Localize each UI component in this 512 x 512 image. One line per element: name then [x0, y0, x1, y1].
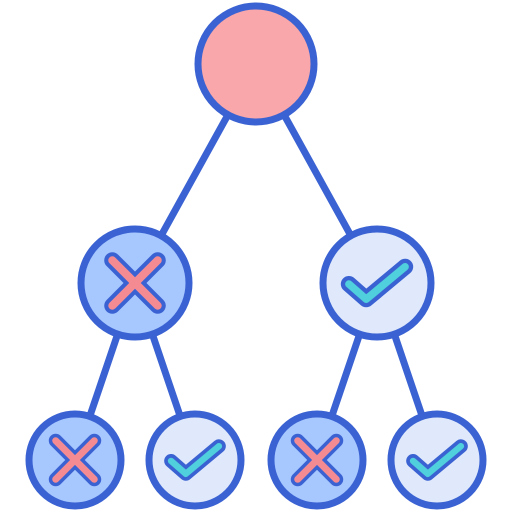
level2-node-1	[25, 410, 125, 510]
tree-edge	[157, 111, 232, 240]
check-mark-icon	[340, 258, 414, 308]
level1-node-1	[77, 225, 193, 341]
x-mark-icon	[104, 252, 166, 314]
level1-node-2	[319, 225, 435, 341]
tree-edge	[390, 330, 426, 420]
x-mark-icon	[48, 433, 102, 487]
tree-edge	[328, 330, 364, 420]
check-mark-icon	[406, 439, 468, 481]
level2-node-3	[267, 410, 367, 510]
level2-node-4	[387, 410, 487, 510]
check-mark-icon	[164, 439, 226, 481]
root-node	[194, 2, 318, 126]
tree-edge	[148, 330, 184, 420]
node-circle	[194, 2, 318, 126]
tree-edge	[86, 330, 122, 420]
x-mark-icon	[290, 433, 344, 487]
tree-edge	[280, 111, 355, 240]
level2-node-2	[145, 410, 245, 510]
